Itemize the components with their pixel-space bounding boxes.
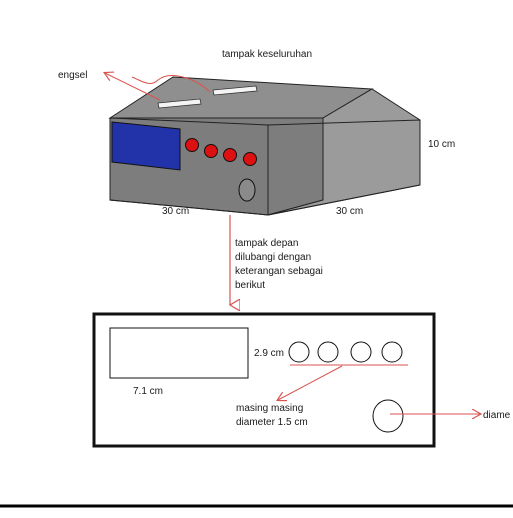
panel-knob-hole: [372, 399, 404, 433]
panel-hole-1: [288, 341, 310, 363]
depth-label: 30 cm: [162, 206, 189, 217]
button-1: [185, 138, 199, 152]
button-3: [223, 148, 237, 162]
panel-hole-3: [350, 341, 372, 363]
width-label: 30 cm: [336, 206, 363, 217]
panel-hole-2: [317, 341, 339, 363]
display-height-label: 2.9 cm: [254, 348, 284, 359]
button-4: [243, 152, 257, 166]
display-screen: [111, 121, 181, 171]
hinge-label: engsel: [58, 70, 87, 81]
panel-display-cutout: [109, 327, 249, 379]
hinge-right: [212, 85, 258, 96]
front-view-line-1: tampak depan: [235, 238, 298, 249]
buttons-note-line-2: diameter 1.5 cm: [236, 417, 308, 428]
height-label: 10 cm: [428, 139, 455, 150]
hinge-pointer-line: [131, 75, 211, 93]
holes-pointer: [278, 365, 343, 400]
display-width-label: 7.1 cm: [133, 386, 163, 397]
overview-label: tampak keseluruhan: [222, 49, 312, 60]
button-2: [204, 144, 218, 158]
front-view-line-3: keterangan sebagai: [235, 266, 323, 277]
hinge-left: [157, 98, 202, 109]
buttons-note-line-1: masing masing: [236, 403, 303, 414]
knob: [238, 178, 256, 202]
front-view-line-4: berikut: [235, 280, 265, 291]
panel-hole-4: [381, 341, 403, 363]
box-outline: [109, 117, 421, 216]
hinge-arrow: [105, 73, 161, 101]
front-view-line-2: dilubangi dengan: [235, 252, 311, 263]
knob-note: diame: [483, 410, 511, 421]
